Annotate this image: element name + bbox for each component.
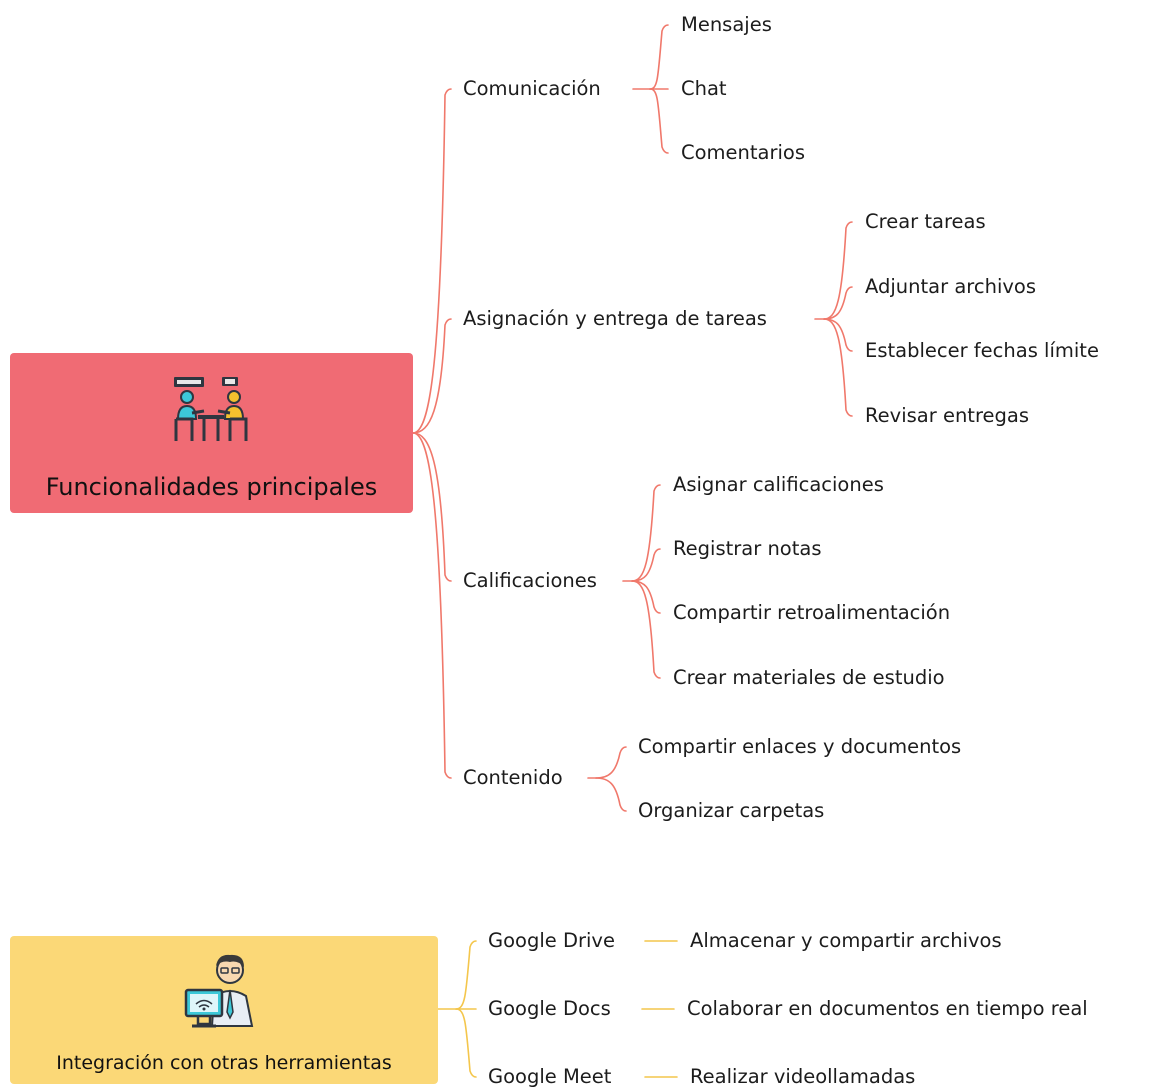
connector-asignar-cal <box>631 484 661 582</box>
root-node-integracion[interactable]: Integración con otras herramientas <box>10 936 438 1084</box>
leaf-colaborar-documentos[interactable]: Colaborar en documentos en tiempo real <box>687 997 1088 1020</box>
connector-google-drive <box>455 940 477 1010</box>
leaf-crear-tareas[interactable]: Crear tareas <box>865 210 986 233</box>
branch-google-meet[interactable]: Google Meet <box>488 1065 612 1088</box>
leaf-crear-materiales[interactable]: Crear materiales de estudio <box>673 666 945 689</box>
leaf-asignar-calificaciones[interactable]: Asignar calificaciones <box>673 473 884 496</box>
leaf-establecer-fechas[interactable]: Establecer fechas límite <box>865 339 1099 362</box>
connector-comunicacion <box>412 88 452 434</box>
connector-carpetas <box>595 777 627 812</box>
leaf-revisar-entregas[interactable]: Revisar entregas <box>865 404 1030 427</box>
connector-materiales <box>631 580 661 679</box>
classroom-meeting-icon <box>170 375 254 449</box>
connector-revisar <box>823 318 853 417</box>
leaf-comentarios[interactable]: Comentarios <box>681 141 806 164</box>
root-label: Integración con otras herramientas <box>56 1052 392 1074</box>
branch-asignacion[interactable]: Asignación y entrega de tareas <box>463 307 767 330</box>
leaf-organizar-carpetas[interactable]: Organizar carpetas <box>638 799 825 822</box>
connector-retro <box>631 580 661 614</box>
connector-google-meet <box>455 1008 477 1078</box>
branch-comunicacion[interactable]: Comunicación <box>463 77 601 100</box>
leaf-registrar-notas[interactable]: Registrar notas <box>673 537 822 560</box>
branch-calificaciones[interactable]: Calificaciones <box>463 569 597 592</box>
connector-comentarios <box>649 88 669 154</box>
connector-calificaciones <box>412 432 452 582</box>
branch-google-docs[interactable]: Google Docs <box>488 997 611 1020</box>
leaf-almacenar-archivos[interactable]: Almacenar y compartir archivos <box>690 929 1002 952</box>
leaf-realizar-videollamadas[interactable]: Realizar videollamadas <box>690 1065 916 1088</box>
leaf-compartir-retroalimentacion[interactable]: Compartir retroalimentación <box>673 601 951 624</box>
connector-fechas <box>823 318 853 352</box>
connector-enlaces <box>595 746 627 779</box>
connector-asignacion <box>412 318 452 434</box>
leaf-adjuntar-archivos[interactable]: Adjuntar archivos <box>865 275 1036 298</box>
computer-user-icon <box>182 954 266 1034</box>
root-label: Funcionalidades principales <box>45 473 378 501</box>
branch-contenido[interactable]: Contenido <box>463 766 563 789</box>
connector-mensajes <box>649 24 669 90</box>
connector-crear-tareas <box>823 221 853 320</box>
connector-adjuntar <box>823 286 853 320</box>
leaf-chat[interactable]: Chat <box>681 77 727 100</box>
branch-google-drive[interactable]: Google Drive <box>488 929 615 952</box>
leaf-mensajes[interactable]: Mensajes <box>681 13 772 36</box>
leaf-compartir-enlaces[interactable]: Compartir enlaces y documentos <box>638 735 962 758</box>
connector-registrar <box>631 548 661 582</box>
connector-contenido <box>412 432 452 779</box>
root-node-funcionalidades[interactable]: Funcionalidades principales <box>10 353 413 513</box>
